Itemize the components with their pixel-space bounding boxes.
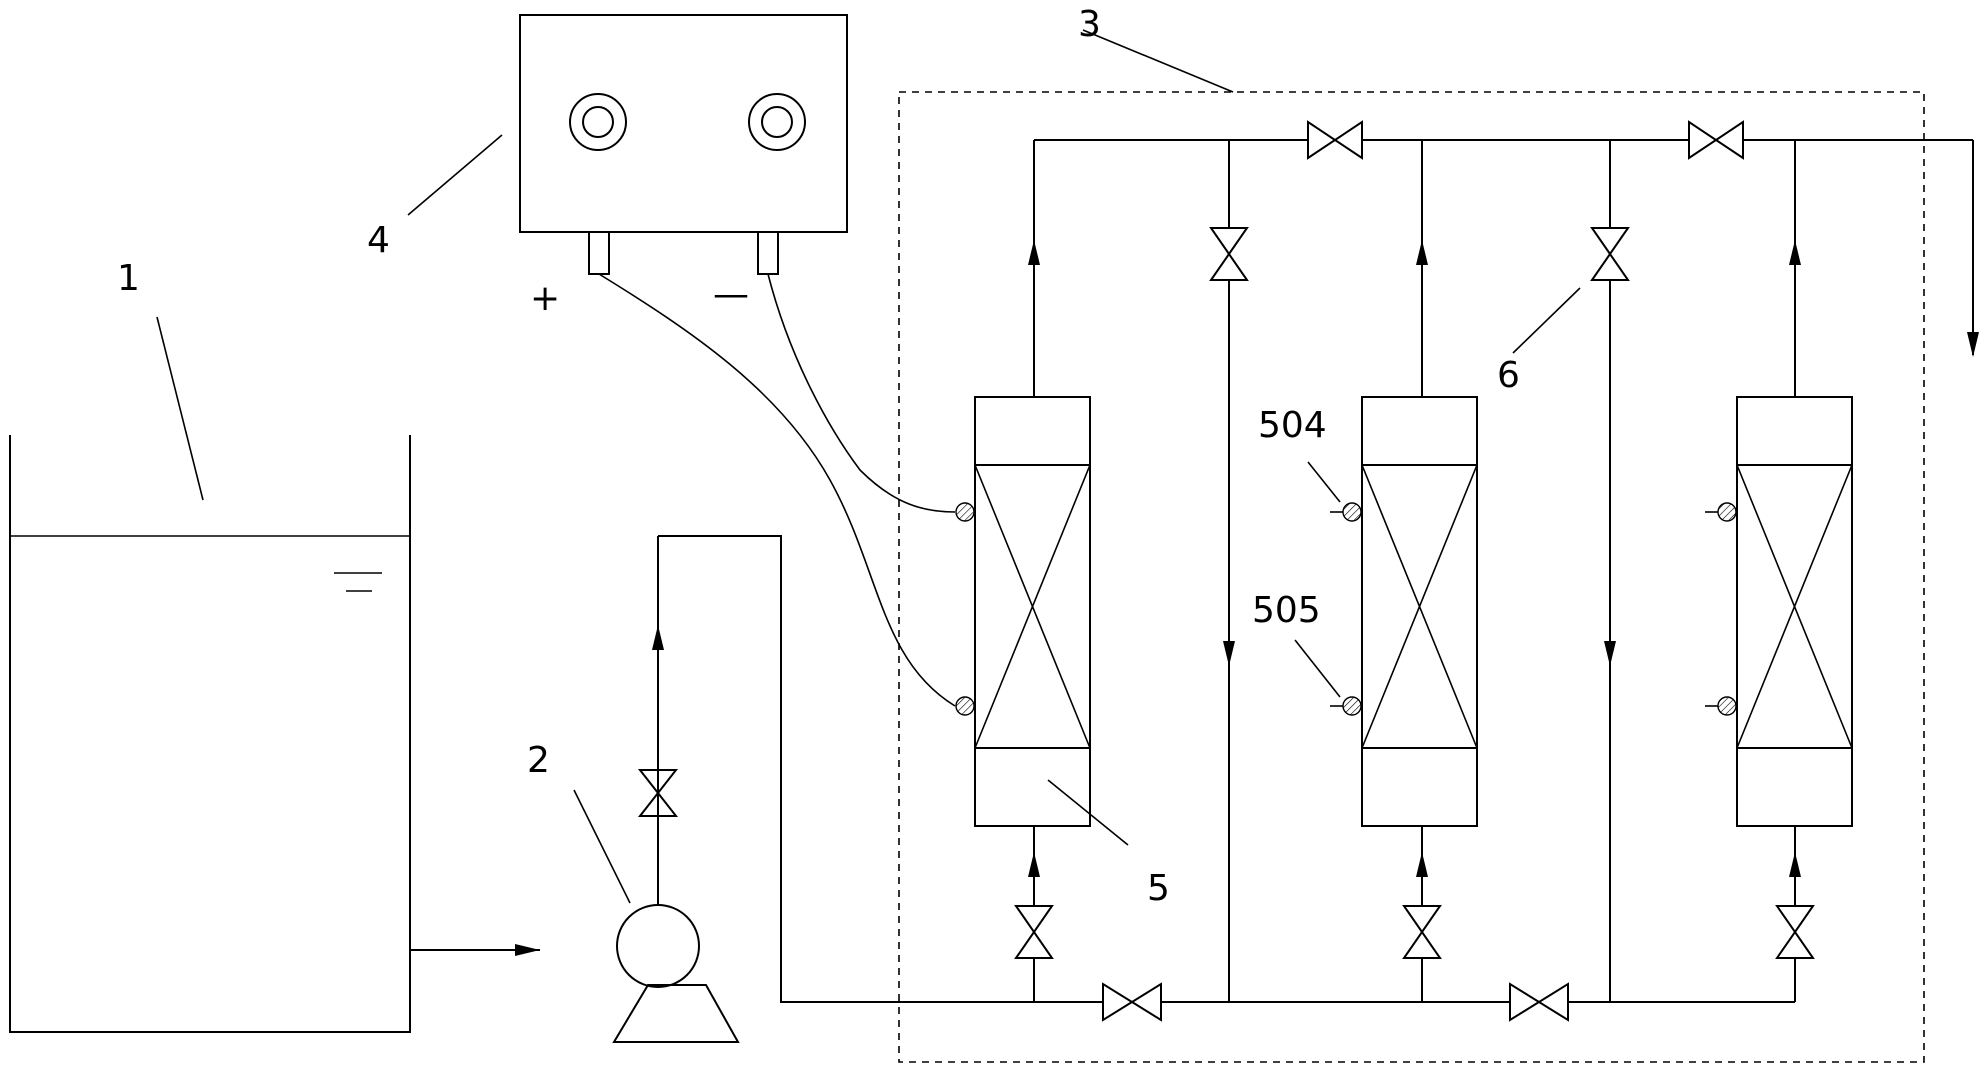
label-electrode-upper: 504 [1258, 405, 1327, 446]
electrode-icon [1717, 696, 1737, 716]
label-electrode-lower: 505 [1252, 590, 1321, 631]
label-negative: — [713, 274, 749, 315]
electrode-icon [1717, 502, 1737, 522]
reactor-column-1 [955, 140, 1091, 1002]
reactor-column-2 [1330, 140, 1478, 1002]
treatment-module-boundary [898, 91, 1925, 1063]
leader-line-reactor [1047, 779, 1129, 846]
label-valve: 6 [1497, 355, 1520, 396]
negative-terminal [757, 231, 779, 275]
pump [612, 904, 740, 1043]
leader-line-tank [156, 316, 204, 501]
leader-line-power-supply [407, 134, 503, 216]
label-power-supply: 4 [367, 220, 390, 261]
electrode-icon [955, 502, 975, 522]
raw-water-tank [9, 435, 411, 1033]
positive-terminal [588, 231, 610, 275]
top-header-valve-1 [1307, 120, 1363, 160]
leader-line-electrode-lower [1294, 639, 1341, 698]
power-supply [519, 14, 848, 275]
knob-icon [569, 93, 627, 151]
label-positive: + [530, 278, 560, 319]
bottom-header-valve-2 [1509, 982, 1569, 1022]
label-pump: 2 [527, 740, 550, 781]
electrode-icon [1342, 502, 1362, 522]
knob-icon [748, 93, 806, 151]
label-module: 3 [1078, 4, 1101, 45]
leader-line-electrode-upper [1307, 461, 1341, 503]
label-reactor: 5 [1147, 868, 1170, 909]
negative-wire [767, 273, 956, 513]
bypass-valve-2 [1590, 227, 1630, 281]
leader-line-pump [573, 789, 631, 904]
pump-discharge-valve [637, 769, 679, 817]
top-header-valve-2 [1688, 120, 1744, 160]
reactor-column-3 [1705, 140, 1853, 1002]
positive-wire [598, 273, 956, 707]
leader-line-valve [1512, 287, 1581, 354]
feed-line [658, 535, 1034, 1003]
bypass-valve-1 [1209, 227, 1249, 281]
leader-line-module [1082, 29, 1234, 93]
electrode-icon [1342, 696, 1362, 716]
label-tank: 1 [117, 258, 140, 299]
electrode-icon [955, 696, 975, 716]
bottom-header-valve-1 [1102, 982, 1162, 1022]
